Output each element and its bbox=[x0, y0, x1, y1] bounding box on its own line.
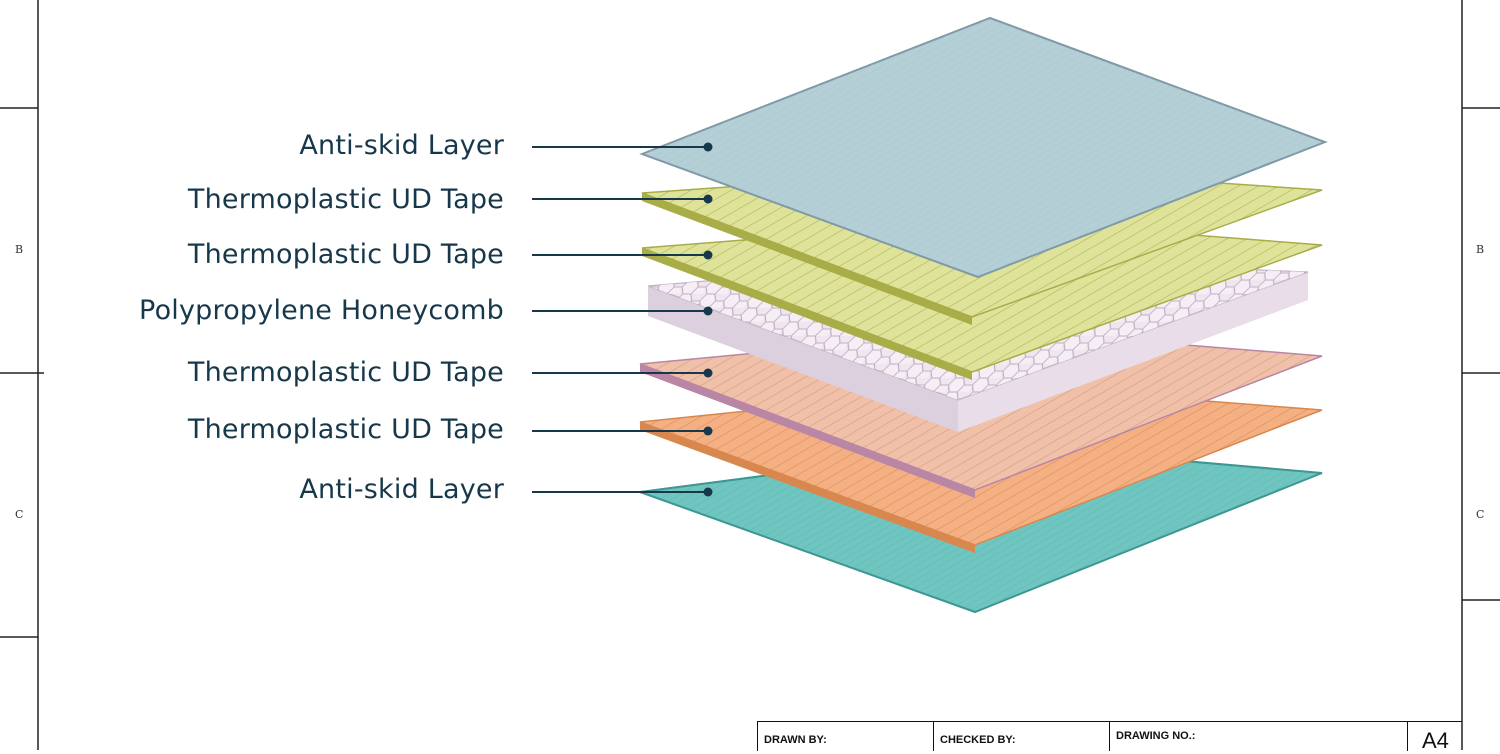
zone-letter-left-b: B bbox=[15, 243, 24, 256]
label-anti-skid-top: Anti-skid Layer bbox=[299, 130, 504, 161]
leader-dot bbox=[703, 142, 713, 152]
drawn-by-field: DRAWN BY: bbox=[758, 722, 934, 751]
title-block: DRAWN BY: CHECKED BY: DRAWING NO.: A4 bbox=[757, 721, 1462, 753]
leader-dot bbox=[703, 194, 713, 204]
zone-letter-left-c: C bbox=[15, 508, 24, 521]
label-honeycomb: Polypropylene Honeycomb bbox=[139, 295, 504, 326]
label-ud-tape-3: Thermoplastic UD Tape bbox=[187, 357, 504, 388]
label-ud-tape-4: Thermoplastic UD Tape bbox=[187, 414, 504, 445]
drawing-number-field: DRAWING NO.: bbox=[1110, 722, 1408, 751]
zone-letter-right-b: B bbox=[1476, 243, 1485, 256]
label-ud-tape-2: Thermoplastic UD Tape bbox=[187, 239, 504, 270]
leader-dot bbox=[703, 487, 713, 497]
label-ud-tape-1: Thermoplastic UD Tape bbox=[187, 184, 504, 215]
checked-by-field: CHECKED BY: bbox=[934, 722, 1110, 751]
leader-dot bbox=[703, 426, 713, 436]
sheet-size: A4 bbox=[1422, 728, 1449, 753]
top-antiskid-layer bbox=[639, 16, 1328, 279]
leader-dot bbox=[703, 250, 713, 260]
leader-dot bbox=[703, 368, 713, 378]
leader-dot bbox=[703, 306, 713, 316]
label-anti-skid-bottom: Anti-skid Layer bbox=[299, 474, 504, 505]
zone-letter-right-c: C bbox=[1476, 508, 1485, 521]
